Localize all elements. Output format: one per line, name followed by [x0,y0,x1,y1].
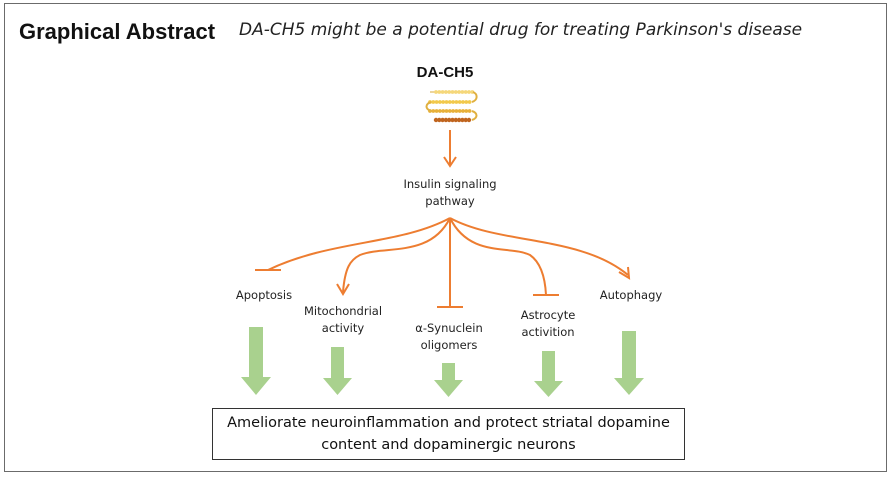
peptide-bead [450,117,455,123]
effect-autophagy: Autophagy [599,288,663,302]
page-title: Graphical Abstract [19,19,216,44]
outcome-line-2: content and dopaminergic neurons [321,437,576,453]
green-arrow-5 [614,331,644,395]
peptide-bead [460,117,465,123]
branch-autophagy [449,217,629,276]
peptide-turn [425,101,432,112]
peptide-bead [463,90,468,94]
peptide-bead [467,100,472,104]
drug-label: DA-CH5 [416,64,474,81]
green-arrow-4 [534,351,563,397]
peptide-bead [447,100,452,104]
effect-synuclein: α-Synuclein oligomers [415,321,483,352]
peptide-bead [467,109,472,113]
peptide-bead [440,90,445,94]
pathway-label: Insulin signaling pathway [403,177,497,208]
branch-astrocyte [449,217,547,296]
peptide-bead [451,100,455,104]
drug-to-pathway-arrow [443,130,457,168]
peptide-bead [457,90,461,94]
peptide-bead [466,117,472,123]
green-arrow-3 [434,363,463,397]
peptide-bead [464,109,469,113]
peptide-bead [461,100,465,104]
peptide-bead [441,100,446,104]
peptide-bead [453,117,458,123]
peptide-bead [447,109,452,113]
peptide-bead [451,109,455,113]
arrowhead-autophagy [618,266,631,280]
peptide-bead [437,90,442,94]
peptide-bead [433,117,439,123]
peptide-bead-row [433,117,472,123]
peptide-bead [453,90,458,94]
peptide-bead [444,90,448,94]
peptide-bead [434,109,439,113]
peptide-bead [438,109,442,113]
peptide-bead [454,100,459,104]
peptide-bead [463,117,468,123]
branch-mitochondrial [342,217,451,293]
peptide-bead-row [428,109,472,113]
peptide-bead [431,100,436,104]
outcome-line-1: Ameliorate neuroinflammation and protect… [227,415,670,431]
outcome-box: Ameliorate neuroinflammation and protect… [212,408,685,460]
peptide-bead [434,90,438,94]
peptide-bead [437,117,442,123]
peptide-bead [461,109,465,113]
peptide-bead [450,90,455,94]
peptide-bead [447,90,452,94]
effect-mitochondrial: Mitochondrial activity [303,304,383,335]
peptide-bead [444,109,449,113]
peptide-bead [443,117,449,123]
page-subtitle: DA-CH5 might be a potential drug for tre… [239,20,803,40]
green-arrow-1 [241,327,271,395]
peptide-bead [444,100,449,104]
peptide-bead [441,109,446,113]
green-arrow-2 [323,347,352,395]
effect-astrocyte: Astrocyte activition [520,308,576,339]
peptide-bead [431,109,436,113]
peptide-bead [467,90,471,94]
peptide-bead [454,109,459,113]
peptide-bead [456,117,462,123]
peptide-turn [471,91,478,103]
peptide-bead [457,109,462,113]
peptide-turn [471,110,478,121]
arrowhead-mitochondrial [336,283,350,296]
branch-apoptosis [267,217,451,271]
peptide-bead [447,117,452,123]
peptide-bead [464,100,469,104]
effect-apoptosis: Apoptosis [235,288,293,302]
abstract-frame [4,3,887,472]
peptide-bead [460,90,465,94]
peptide-bead [457,100,462,104]
peptide-bead-row [428,100,472,104]
peptide-bead [438,100,442,104]
peptide-bead [440,117,445,123]
peptide-illustration [425,90,478,123]
peptide-bead [434,100,439,104]
peptide-bead-row [434,90,475,94]
